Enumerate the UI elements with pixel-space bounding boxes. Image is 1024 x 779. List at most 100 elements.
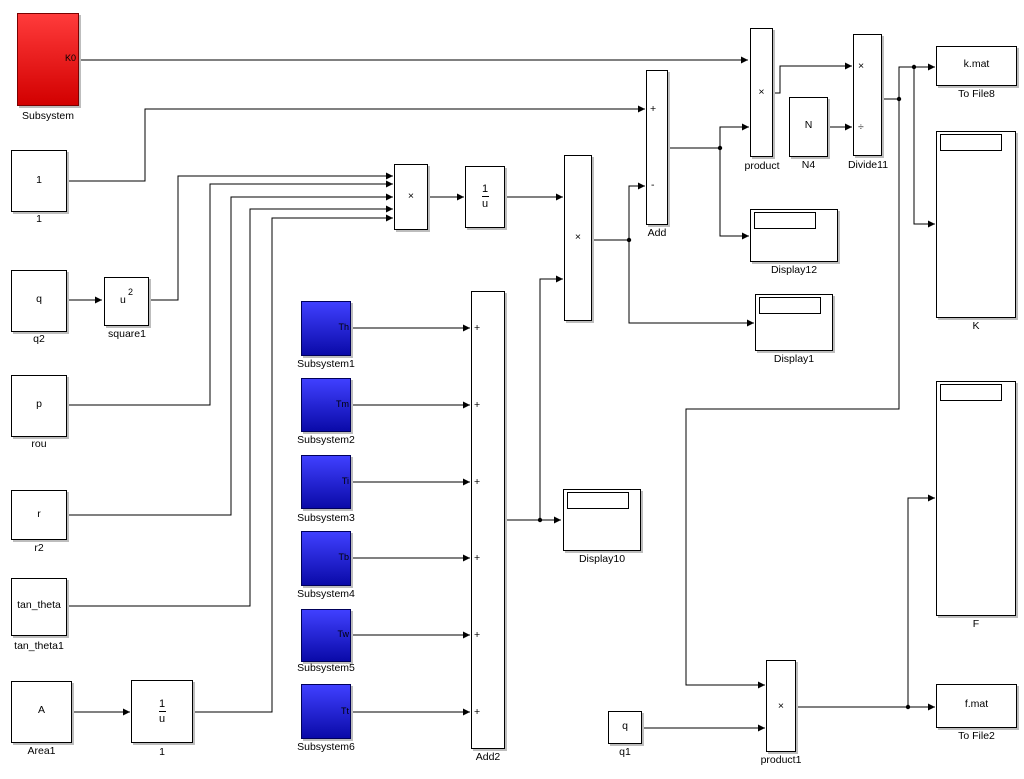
display12-screen (754, 212, 816, 229)
product-symbol: × (758, 86, 765, 98)
product1-symbol: × (777, 700, 785, 712)
constant-1-value: 1 (36, 174, 42, 186)
k-scope-screen (940, 134, 1002, 151)
tofile2-block[interactable] (936, 684, 1017, 728)
n4-block[interactable] (789, 97, 828, 157)
area1-value: A (37, 704, 45, 716)
add2-plus-5: + (474, 629, 481, 641)
r2-label: r2 (34, 542, 44, 554)
tofile8-block[interactable] (936, 46, 1017, 86)
add2-plus-2: + (474, 399, 481, 411)
subsystem3-label: Subsystem3 (297, 512, 355, 524)
junction-dot (911, 64, 917, 70)
junction-dot (717, 145, 723, 151)
square1-exp: 2 (128, 287, 134, 297)
n4-value: N (804, 119, 813, 131)
reciprocal-mid-den: u (481, 198, 489, 210)
display10-screen (567, 492, 629, 509)
subsystem6-port-label: Tt (341, 706, 349, 716)
rou-block[interactable] (11, 375, 67, 437)
add2-plus-1: + (474, 322, 481, 334)
junction-dot (537, 517, 543, 523)
k-scope-block[interactable] (936, 131, 1016, 318)
tan-theta1-block[interactable] (11, 578, 67, 636)
square1-block[interactable] (104, 277, 149, 326)
q1-block[interactable] (608, 711, 642, 744)
subsystem-port-label: K0 (64, 53, 76, 63)
line-divide-tofile (882, 63, 935, 100)
add2-plus-4: + (474, 552, 481, 564)
line-square-product (149, 172, 393, 301)
subsystem1-block[interactable] (301, 301, 351, 356)
display10-label: Display10 (578, 553, 626, 565)
add-minus: - (651, 179, 655, 191)
line-divide-kscope (913, 67, 935, 228)
line-add2-productbig (505, 275, 563, 521)
line-r-product (67, 193, 393, 516)
constant-1-block[interactable] (11, 150, 67, 212)
subsystem3-block[interactable] (301, 455, 351, 509)
reciprocal-mid-block[interactable] (465, 166, 505, 228)
product-big-block[interactable] (564, 155, 592, 321)
divide11-block[interactable] (853, 34, 882, 156)
subsystem-label: Subsystem (22, 110, 74, 122)
product-label: product (744, 160, 780, 172)
reciprocal-area-fraction: 1 u (131, 698, 193, 725)
line-p-product (67, 180, 393, 406)
add2-plus-6: + (474, 706, 481, 718)
junction-dot (896, 96, 902, 102)
subsystem3-port-label: Ti (341, 476, 349, 486)
q2-block[interactable] (11, 270, 67, 332)
product1-block[interactable] (766, 660, 796, 752)
line-productbig-display1 (628, 240, 754, 327)
subsystem2-block[interactable] (301, 378, 351, 432)
area1-block[interactable] (11, 681, 72, 743)
add-block[interactable] (646, 70, 668, 225)
k-scope-label: K (972, 320, 980, 332)
add2-plus-3: + (474, 476, 481, 488)
rou-value: p (36, 398, 42, 410)
constant-1-label: 1 (36, 213, 42, 225)
line-productbig-add (592, 182, 645, 241)
r2-block[interactable] (11, 490, 67, 540)
product-mid-block[interactable] (394, 164, 428, 230)
r2-value: r (37, 508, 41, 520)
product-mid-symbol: × (407, 190, 415, 202)
q1-label: q1 (619, 746, 631, 758)
subsystem2-label: Subsystem2 (297, 434, 355, 446)
display12-label: Display12 (770, 264, 818, 276)
product-block[interactable] (750, 28, 773, 157)
add2-label: Add2 (475, 751, 501, 763)
junction-dot (626, 237, 632, 243)
line-add-display12 (719, 148, 749, 240)
junction-dot (905, 704, 911, 710)
tofile8-label: To File8 (958, 88, 995, 100)
reciprocal-area-den: u (158, 713, 166, 725)
tan-theta1-value: tan_theta (17, 599, 61, 611)
subsystem4-label: Subsystem4 (297, 588, 355, 600)
add2-block[interactable] (471, 291, 505, 749)
area1-label: Area1 (27, 745, 56, 757)
reciprocal-area-num: 1 (158, 698, 166, 710)
line-tan-product (67, 205, 393, 607)
subsystem1-label: Subsystem1 (297, 358, 355, 370)
subsystem-block[interactable] (17, 13, 79, 106)
reciprocal-area-label: 1 (159, 746, 165, 758)
subsystem6-label: Subsystem6 (297, 741, 355, 753)
display1-screen (759, 297, 821, 314)
f-scope-block[interactable] (936, 381, 1016, 616)
tofile2-label: To File2 (958, 730, 995, 742)
tan-theta1-label: tan_theta1 (14, 640, 64, 652)
tofile2-value: f.mat (964, 698, 989, 710)
subsystem5-block[interactable] (301, 609, 351, 662)
tofile8-value: k.mat (963, 58, 990, 70)
line-const-add (67, 105, 645, 182)
subsystem6-block[interactable] (301, 684, 351, 739)
subsystem4-block[interactable] (301, 531, 351, 586)
n4-label: N4 (801, 159, 816, 171)
q2-label: q2 (33, 333, 45, 345)
square1-label: square1 (108, 328, 146, 340)
display1-label: Display1 (773, 353, 815, 365)
f-scope-screen (940, 384, 1002, 401)
